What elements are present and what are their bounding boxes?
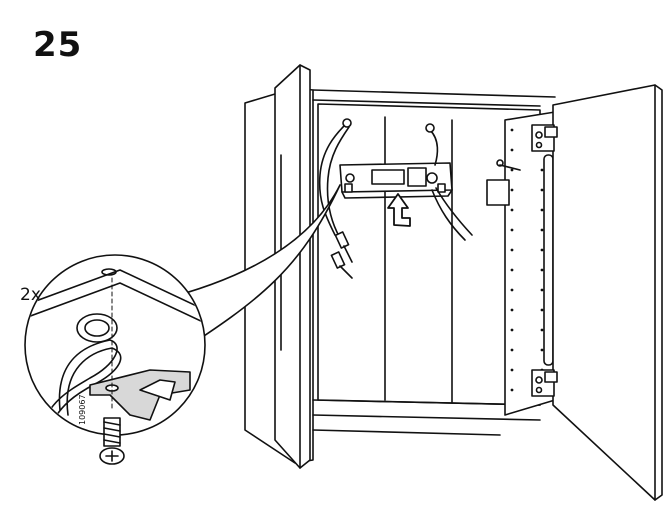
screw-icon [99, 277, 125, 465]
wall-bracket [486, 159, 521, 206]
part-number-label: 109067 [78, 394, 87, 425]
junction-box-icon [339, 162, 453, 199]
cable-wires [318, 118, 473, 241]
left-door [274, 64, 311, 469]
shelf-pin-holes [510, 128, 544, 392]
hinge-icon [531, 124, 558, 397]
right-door [531, 84, 663, 501]
arrow-up-icon [387, 193, 411, 227]
connector-plugs [330, 231, 353, 279]
quantity-label: 2x [20, 285, 41, 305]
step-number: 25 [33, 25, 83, 65]
detail-magnifier [24, 254, 206, 436]
callout-pointer [159, 184, 341, 356]
